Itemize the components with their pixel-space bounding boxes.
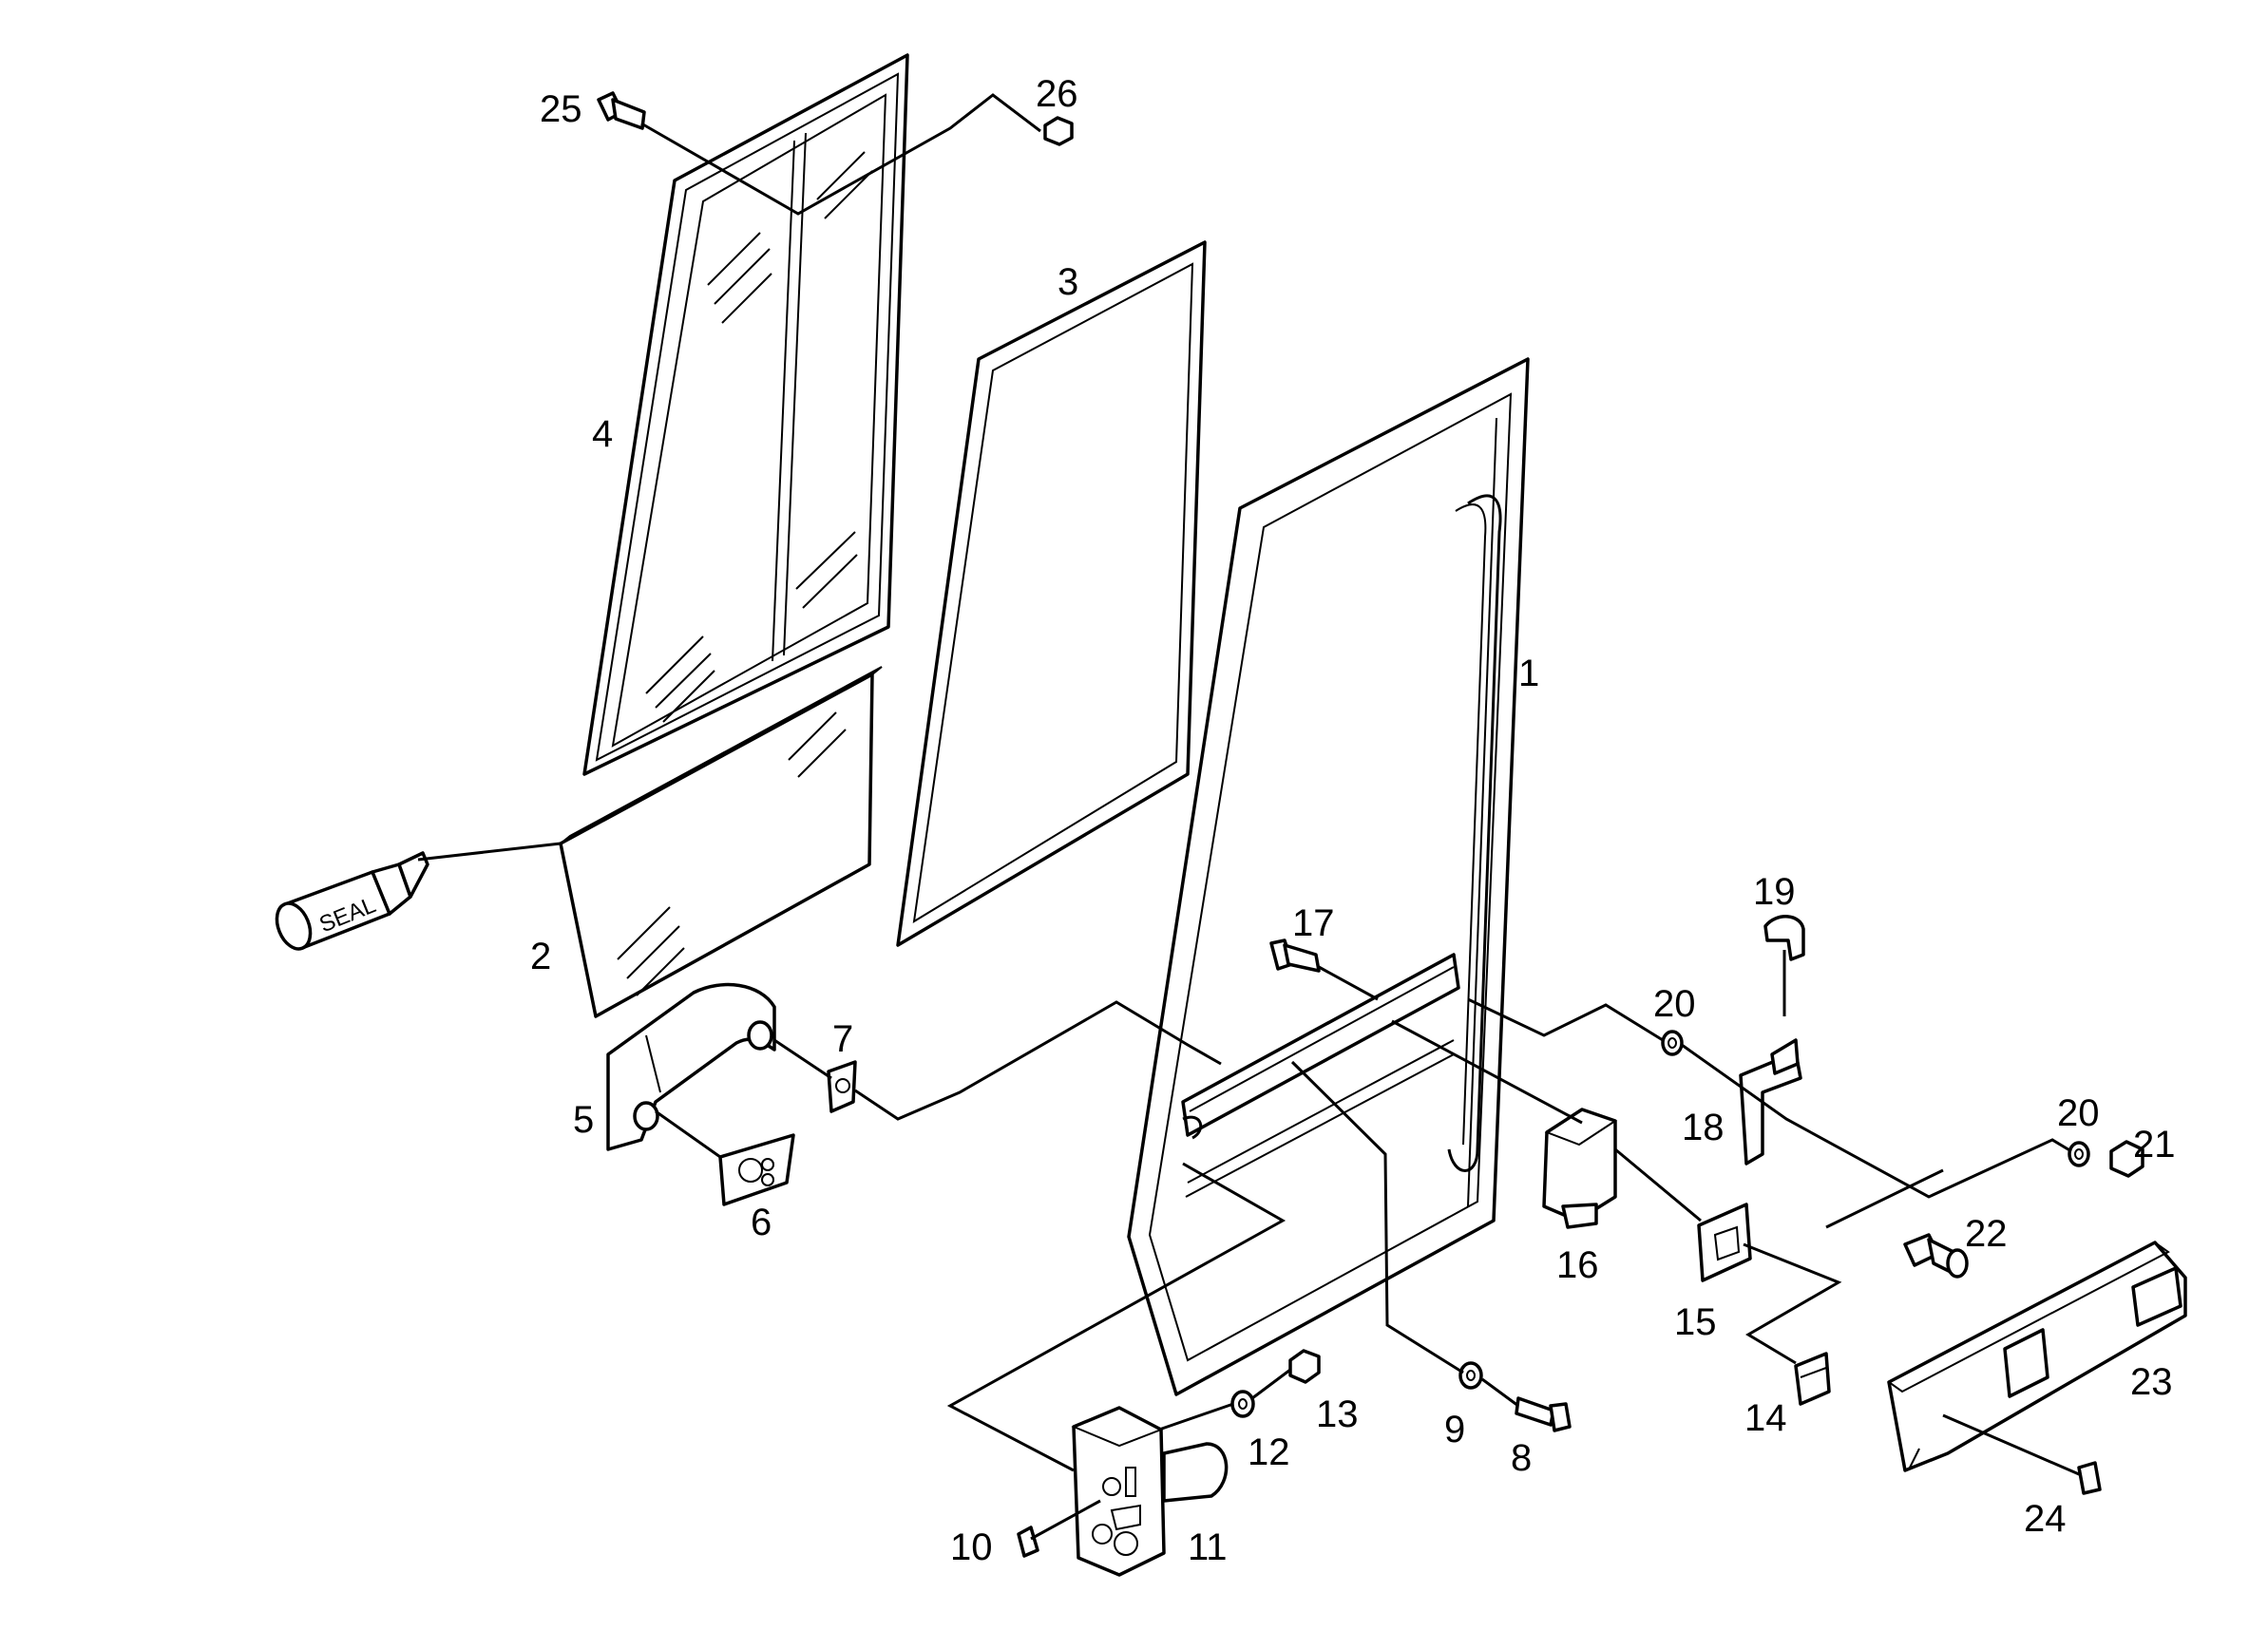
plate-part-6 [718, 1133, 795, 1206]
callout-6: 6 [751, 1202, 772, 1243]
callout-13: 13 [1316, 1393, 1359, 1435]
bracket-part-18 [1739, 1038, 1802, 1166]
callout-11: 11 [1188, 1526, 1228, 1568]
seal-tube: SEAL [275, 851, 429, 951]
lock-part-11 [1071, 1406, 1229, 1577]
nut-part-21 [2109, 1140, 2144, 1178]
callout-24: 24 [2024, 1498, 2067, 1540]
catch-block-part-16 [1542, 1108, 1618, 1229]
callout-25: 25 [540, 88, 582, 130]
callout-20a: 20 [1653, 983, 1696, 1025]
washer-part-12 [1230, 1390, 1255, 1418]
door-frame [1127, 357, 1530, 1396]
bolt-part-17 [1269, 938, 1321, 973]
callout-12: 12 [1248, 1431, 1290, 1473]
bracket-plate-part-15 [1697, 1203, 1752, 1282]
bolt-part-25 [597, 91, 646, 130]
callout-3: 3 [1058, 261, 1078, 303]
nut-part-26 [1043, 116, 1074, 146]
callout-7: 7 [832, 1018, 853, 1060]
screw-part-24 [1942, 1413, 2102, 1495]
cap-part-19 [1763, 915, 1805, 961]
stud-part-22 [1825, 1168, 1969, 1279]
callout-22: 22 [1965, 1213, 2008, 1255]
sill-part-23 [1887, 1241, 2187, 1472]
callout-14: 14 [1744, 1397, 1787, 1439]
callout-15: 15 [1674, 1301, 1717, 1343]
callout-18: 18 [1682, 1107, 1725, 1148]
callout-9: 9 [1444, 1409, 1465, 1450]
callout-21: 21 [2133, 1124, 2176, 1166]
washer-part-9 [1458, 1361, 1483, 1390]
clip-part-14 [1794, 1352, 1831, 1406]
rubber-seal-frame [896, 240, 1207, 947]
leader-lines [417, 93, 2072, 1472]
callout-26: 26 [1036, 73, 1078, 115]
callout-19: 19 [1753, 871, 1796, 913]
small-plate-part-7 [827, 1060, 857, 1113]
callout-4: 4 [592, 413, 613, 455]
callout-1: 1 [1518, 653, 1539, 694]
callout-23: 23 [2130, 1361, 2173, 1403]
callout-17: 17 [1292, 902, 1335, 944]
callout-2: 2 [530, 936, 551, 977]
washer-part-20a [1661, 1030, 1684, 1056]
callout-5: 5 [573, 1099, 594, 1141]
washer-part-20b [2068, 1141, 2090, 1167]
callout-8: 8 [1511, 1437, 1532, 1479]
callout-20b: 20 [2057, 1092, 2100, 1134]
callout-labels: 1 2 3 4 5 6 7 8 9 10 11 12 13 14 15 16 1… [530, 73, 2176, 1568]
callout-16: 16 [1556, 1244, 1599, 1286]
lower-glass-panel [559, 666, 883, 1018]
upper-glass-frame [582, 53, 909, 776]
screw-part-10 [1017, 1499, 1101, 1558]
callout-10: 10 [950, 1526, 993, 1568]
handle-part-5 [606, 982, 776, 1151]
glass-hatch-marks [645, 151, 873, 723]
bolt-part-8 [1515, 1396, 1572, 1432]
nut-part-13 [1288, 1349, 1321, 1384]
